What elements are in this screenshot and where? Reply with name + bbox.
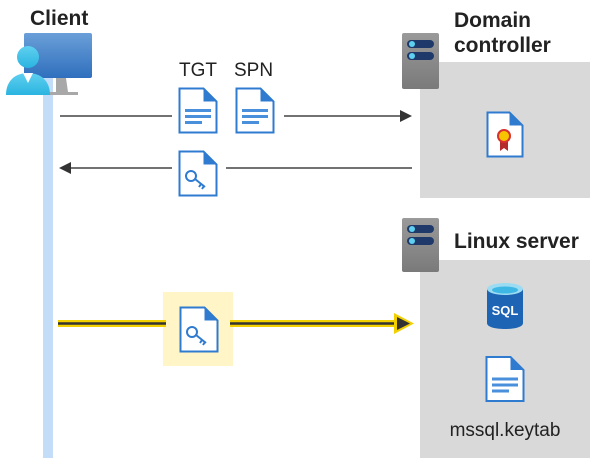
tgt-document-icon <box>178 87 218 134</box>
service-ticket-key-icon <box>179 306 219 353</box>
spn-label: SPN <box>234 60 274 81</box>
reply-arrowhead <box>59 162 71 174</box>
client-label: Client <box>30 7 89 30</box>
sql-label: SQL <box>492 303 519 318</box>
sql-database-icon: SQL <box>487 283 523 329</box>
service-ticket-arrow <box>58 313 414 334</box>
tgt-label: TGT <box>179 60 217 81</box>
domain-controller-label: Domain controller <box>454 8 551 58</box>
linux-server-icon <box>402 218 439 272</box>
keytab-document-icon <box>485 356 525 402</box>
keytab-label: mssql.keytab <box>449 420 561 441</box>
client-lifeline <box>43 78 53 458</box>
linux-server-label: Linux server <box>454 230 579 253</box>
client-computer-user-icon <box>6 33 92 95</box>
certificate-document-icon <box>486 111 524 158</box>
domain-controller-label-line1: Domain <box>454 9 532 32</box>
domain-controller-label-line2: controller <box>454 34 551 57</box>
spn-document-icon <box>235 87 275 134</box>
domain-controller-server-icon <box>402 33 439 89</box>
request-arrowhead <box>400 110 412 122</box>
ticket-key-document-icon <box>178 150 218 197</box>
